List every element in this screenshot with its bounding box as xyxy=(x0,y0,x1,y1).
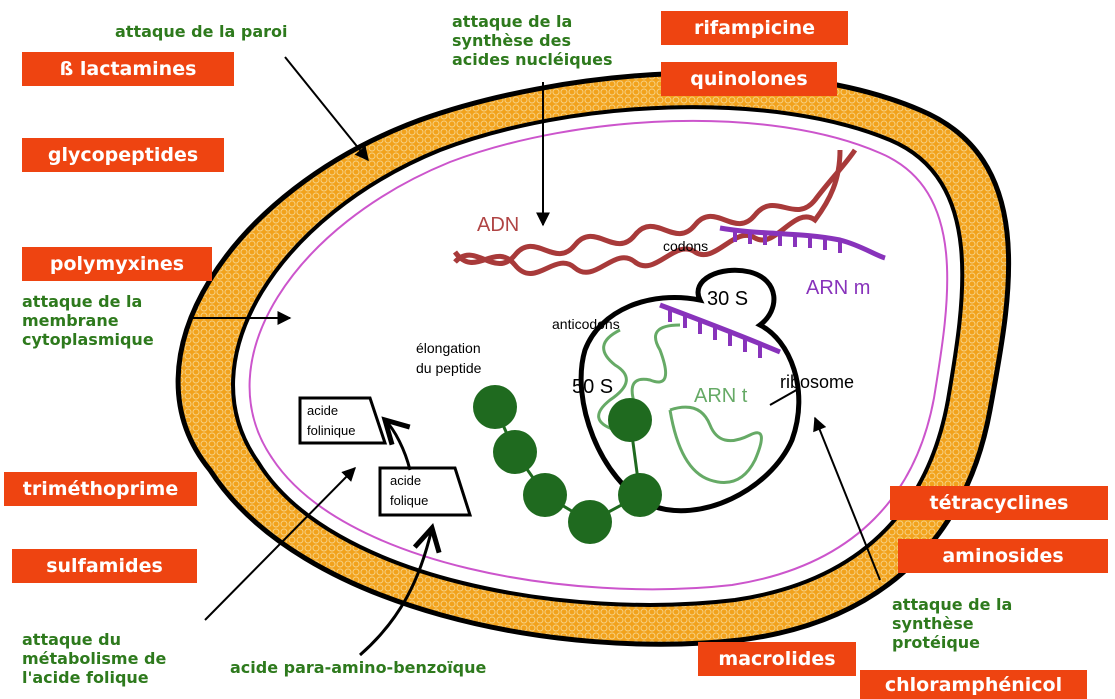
caption-attaque-membrane: attaque de la membrane cytoplasmique xyxy=(22,292,154,349)
tag-trimethoprime: triméthoprime xyxy=(4,472,197,506)
label-ribosome: ribosome xyxy=(780,372,854,393)
label-arn-t: ARN t xyxy=(694,385,747,408)
tag-b-lactamines: ß lactamines xyxy=(22,52,234,86)
label-arn-m: ARN m xyxy=(806,277,870,300)
caption-paba: acide para-amino-benzoïque xyxy=(230,658,486,677)
label-30s: 30 S xyxy=(707,288,748,311)
caption-attaque-acides-nucleiques: attaque de la synthèse des acides nucléi… xyxy=(452,12,612,69)
label-50s: 50 S xyxy=(572,376,613,399)
tag-tetracyclines: tétracyclines xyxy=(890,486,1108,520)
label-codons: codons xyxy=(663,238,708,254)
label-adn: ADN xyxy=(477,214,519,237)
tag-macrolides: macrolides xyxy=(698,642,856,676)
tag-rifampicine: rifampicine xyxy=(661,11,848,45)
tag-sulfamides: sulfamides xyxy=(12,549,197,583)
tag-glycopeptides: glycopeptides xyxy=(22,138,224,172)
label-acide-folique-1: acide xyxy=(390,473,421,488)
tag-polymyxines: polymyxines xyxy=(22,247,212,281)
tag-quinolones: quinolones xyxy=(661,62,837,96)
tag-chloramphenicol: chloramphénicol xyxy=(860,670,1087,699)
label-acide-folique-2: folique xyxy=(390,493,428,508)
caption-attaque-metabolisme: attaque du métabolisme de l'acide foliqu… xyxy=(22,630,166,687)
label-anticodons: anticodons xyxy=(552,316,620,332)
caption-attaque-paroi: attaque de la paroi xyxy=(115,22,288,41)
label-acide-folinique-1: acide xyxy=(307,403,338,418)
label-elongation: élongation xyxy=(416,340,481,356)
caption-attaque-proteique: attaque de la synthèse protéique xyxy=(892,595,1012,652)
tag-aminosides: aminosides xyxy=(898,539,1108,573)
label-du-peptide: du peptide xyxy=(416,360,481,376)
label-acide-folinique-2: folinique xyxy=(307,423,355,438)
